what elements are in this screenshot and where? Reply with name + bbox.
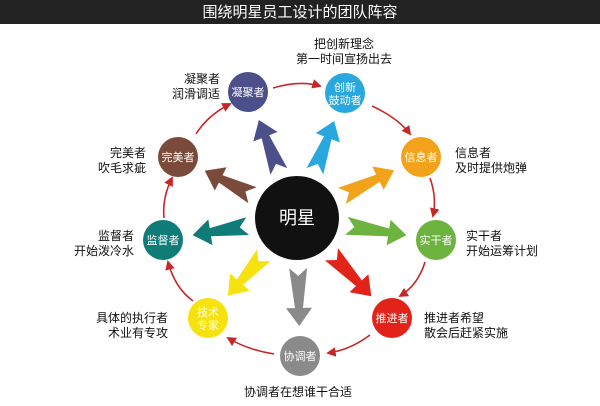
desc-innovator-line2: 第一时间宣扬出去: [296, 52, 393, 66]
desc-finisher-line2: 吹毛求疵: [98, 161, 147, 175]
role-label-informer: 信息者: [405, 150, 438, 164]
cycle-arrow-1: [272, 79, 322, 89]
arrow-to-informer: [337, 166, 395, 204]
arrow-to-innovator: [306, 121, 340, 175]
desc-innovator-line1: 把创新理念: [314, 37, 375, 51]
cycle-arrows: [162, 79, 440, 357]
desc-coordinator: 协调者在想谁干合适: [244, 385, 352, 400]
role-circle-informer: [401, 137, 441, 177]
desc-implementer: 实干者 开始运筹计划: [466, 229, 538, 259]
role-node-informer: 信息者: [401, 137, 441, 177]
role-node-driver: 推进者: [372, 298, 412, 338]
desc-driver-line1: 推进者希望: [424, 311, 485, 325]
desc-informer: 信息者 及时提供炮弹: [455, 146, 527, 176]
cycle-arrow-4: [398, 261, 426, 298]
role-label-specialist: 技术: [197, 306, 219, 319]
role-label-implementer: 实干者: [420, 233, 453, 247]
role-label-specialist: 专家: [197, 318, 219, 332]
arrow-to-driver: [324, 248, 372, 297]
desc-monitor: 监督者 开始泼冷水: [74, 229, 134, 259]
desc-monitor-line2: 开始泼冷水: [74, 244, 135, 258]
cycle-arrow-8: [162, 176, 173, 219]
role-node-implementer: 实干者: [416, 220, 456, 260]
arrow-to-cohesion: [253, 120, 288, 175]
role-node-coordinator: 协调者: [280, 336, 320, 376]
desc-implementer-line2: 开始运筹计划: [466, 244, 539, 258]
desc-monitor-line1: 监督者: [98, 229, 135, 243]
arrow-to-implementer: [345, 216, 407, 246]
center-label: 明星: [279, 208, 315, 229]
desc-driver-line2: 散会后赶紧实施: [424, 326, 509, 340]
arrow-to-monitor: [192, 217, 250, 246]
role-node-cohesion: 凝聚者: [228, 72, 268, 112]
cycle-arrow-9: [195, 103, 232, 135]
role-circle-coordinator: [280, 336, 320, 376]
role-label-innovator: 创新: [334, 80, 356, 94]
center-circle: [255, 176, 339, 260]
desc-specialist: 具体的执行者 术业有专攻: [96, 311, 168, 341]
desc-finisher: 完美者 吹毛求疵: [98, 146, 146, 176]
center-arrows: [192, 120, 407, 326]
role-circle-specialist: [188, 298, 228, 338]
desc-cohesion: 凝聚者 润滑调适: [172, 72, 220, 102]
role-circle-finisher: [158, 137, 198, 177]
role-nodes: 凝聚者创新鼓动者信息者实干者推进者协调者技术专家监督者完美者: [143, 72, 456, 376]
desc-specialist-line1: 具体的执行者: [96, 311, 169, 325]
desc-cohesion-line1: 凝聚者: [184, 72, 221, 86]
role-circle-driver: [372, 298, 412, 338]
role-label-monitor: 监督者: [147, 233, 180, 247]
role-label-cohesion: 凝聚者: [232, 85, 265, 99]
role-circle-implementer: [416, 220, 456, 260]
role-circle-cohesion: [228, 72, 268, 112]
desc-informer-line1: 信息者: [455, 146, 492, 160]
role-circle-monitor: [143, 220, 183, 260]
role-label-driver: 推进者: [376, 311, 409, 325]
cycle-arrow-2: [371, 105, 412, 136]
desc-specialist-line2: 术业有专攻: [108, 326, 169, 340]
role-label-coordinator: 协调者: [284, 349, 317, 363]
desc-implementer-line1: 实干者: [466, 229, 503, 243]
cycle-arrow-6: [226, 337, 275, 355]
desc-finisher-line1: 完美者: [110, 146, 147, 160]
cycle-arrow-5: [326, 334, 371, 357]
desc-cohesion-line2: 润滑调适: [172, 87, 221, 101]
arrow-to-coordinator: [286, 267, 312, 326]
arrow-to-finisher: [204, 167, 257, 204]
role-label-innovator: 鼓动者: [329, 93, 362, 107]
center-node: 明星: [255, 176, 339, 260]
role-circle-innovator: [325, 73, 365, 113]
cycle-arrow-3: [429, 177, 440, 218]
role-node-finisher: 完美者: [158, 137, 198, 177]
role-node-monitor: 监督者: [143, 220, 183, 260]
diagram-title: 围绕明星员工设计的团队阵容: [0, 0, 600, 24]
desc-informer-line2: 及时提供炮弹: [455, 161, 528, 175]
arrow-to-specialist: [227, 249, 271, 296]
desc-innovator: 把创新理念 第一时间宣扬出去: [296, 37, 392, 67]
cycle-arrow-7: [165, 260, 194, 302]
role-label-finisher: 完美者: [162, 150, 195, 164]
desc-coordinator-line1: 协调者在想谁干合适: [244, 385, 353, 399]
desc-driver: 推进者希望 散会后赶紧实施: [424, 311, 508, 341]
